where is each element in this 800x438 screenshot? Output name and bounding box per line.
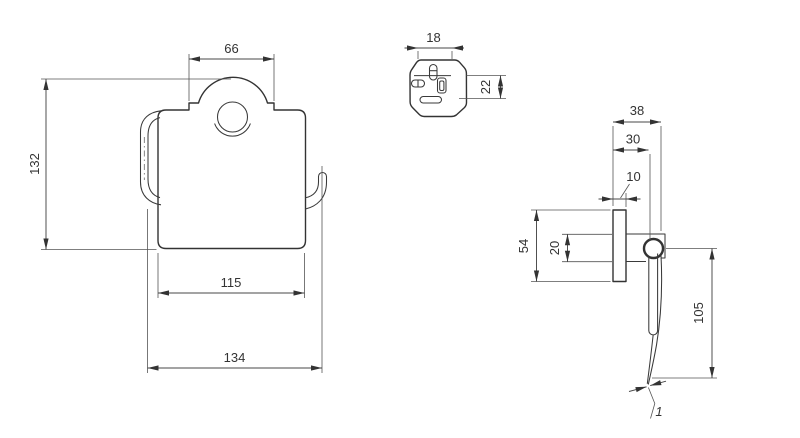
flap-outer-blade [647,254,663,385]
dim-side-pivot-depth: 30 [613,132,651,240]
dim-side-tip-thickness: 1 [628,380,667,419]
dim-label-side-flap-length: 105 [691,302,706,324]
hinge-knob-circle [216,101,249,133]
dim-side-flap-length: 105 [652,248,717,379]
dim-label-front-top-width: 66 [224,41,238,56]
flap-inner-u [648,253,659,336]
knob-cradle-arc [214,123,251,137]
dim-label-front-total-width: 134 [224,350,246,365]
pivot-circle [642,237,665,260]
dim-front-top-width: 66 [188,41,275,101]
roll-inner-edge [147,117,161,199]
spare-hook-inner [305,176,320,199]
spare-hook-tip [317,171,328,177]
side-view: 38 30 10 54 20 [516,103,717,419]
dim-label-side-total-depth: 38 [630,103,644,118]
flap-blade-inner-edge [646,334,654,384]
dim-label-side-arm-height: 20 [547,241,562,255]
dim-front-height: 132 [27,78,231,250]
bracket-slot-middle-inner [439,80,445,92]
bracket-slot-top [428,63,438,81]
bracket-outline [409,59,468,118]
bracket-slot-middle-outer [436,77,447,94]
front-view: 66 132 115 134 [27,41,328,373]
dim-side-arm-height: 20 [547,233,612,263]
bracket-top-view: 18 22 [404,30,506,118]
dim-bracket-width: 18 [404,30,464,59]
dim-side-total-depth: 38 [612,103,662,231]
dim-label-front-height: 132 [27,153,42,175]
dim-bracket-depth: 22 [459,75,506,99]
bracket-slot-bottom [419,95,443,104]
dim-label-side-tip-thickness: 1 [655,404,662,419]
dim-side-plate-thickness: 10 [598,169,641,207]
dim-label-front-inner-width: 115 [221,275,242,290]
spare-hook-outer [305,176,328,210]
dim-label-side-pivot-depth: 30 [626,132,640,147]
wall-plate-side [612,209,627,283]
lid-outline [157,76,307,250]
dim-front-inner-width: 115 [157,253,305,298]
roll-outer-edge [139,110,162,206]
dim-label-bracket-depth: 22 [478,80,493,94]
dim-label-side-plate-height: 54 [516,239,531,253]
dim-label-bracket-width: 18 [426,30,440,45]
dim-side-plate-height: 54 [516,209,611,282]
dim-label-side-plate-thickness: 10 [626,169,640,184]
holder-arm-outline [626,233,666,259]
dim-front-total-width: 134 [147,166,323,373]
